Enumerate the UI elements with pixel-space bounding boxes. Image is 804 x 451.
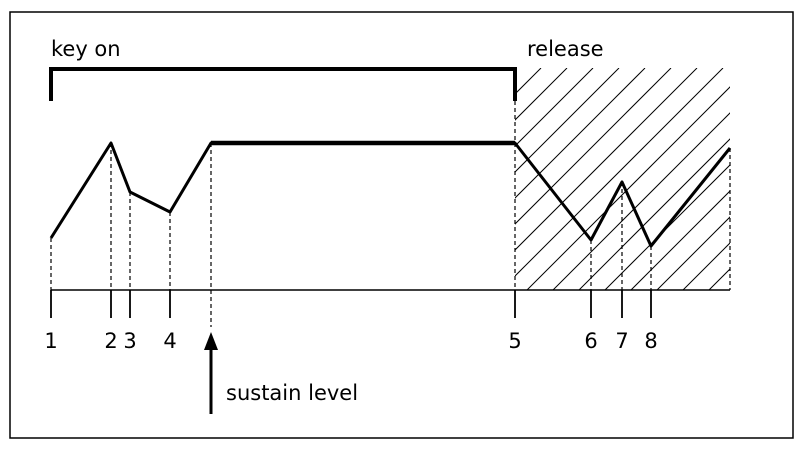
hatch-line [515,68,516,69]
hatch-line [515,68,698,251]
hatch-line [515,68,568,121]
hatch-line [604,164,730,290]
release-hatch-region [515,68,730,290]
sustain-level-label: sustain level [226,381,358,405]
sustain-arrow-head [204,332,218,350]
marker-label-3: 3 [123,329,136,353]
key-on-bracket [49,67,517,101]
hatch-line [552,112,730,290]
hatch-line [526,86,730,290]
hatch-line [682,242,730,290]
hatch-line [708,268,730,290]
hatch-line [515,68,672,225]
diagram-border [9,11,794,439]
hatch-line [515,68,646,199]
marker-label-1: 1 [44,329,57,353]
key-on-label: key on [51,37,121,61]
marker-guides [50,101,731,327]
marker-label-8: 8 [644,329,657,353]
hatch-line [578,138,730,290]
marker-label-4: 4 [163,329,176,353]
axis-ticks [50,290,652,318]
envelope-curve [49,141,732,248]
hatch-line [630,190,730,290]
hatch-line [656,216,730,290]
marker-label-2: 2 [104,329,117,353]
hatch-line [515,68,542,95]
hatch-line [515,68,620,173]
marker-label-7: 7 [615,329,628,353]
marker-label-5: 5 [508,329,521,353]
hatch-line [515,68,594,147]
hatch-line [515,68,724,277]
marker-label-6: 6 [584,329,597,353]
release-label: release [527,37,604,61]
